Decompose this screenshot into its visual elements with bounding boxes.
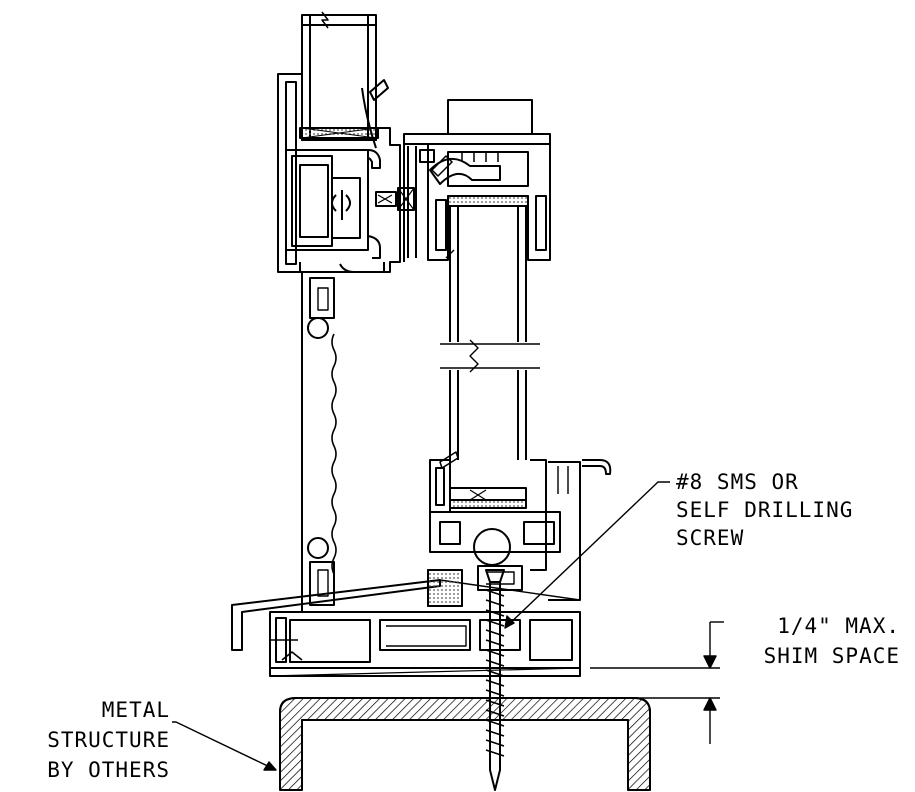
callout-shim-line-2: SHIM SPACE: [763, 644, 900, 668]
inner-sash-head: [403, 99, 551, 262]
shim: [269, 667, 581, 677]
outer-frame-jamb: [301, 272, 337, 613]
metal-structure: [279, 697, 651, 791]
callout-screw-line-2: SELF DRILLING: [676, 498, 854, 522]
outer-sash-glazing: [299, 11, 379, 141]
callout-screw-line-3: SCREW: [676, 526, 745, 550]
shim-dimension: [590, 621, 724, 744]
screw: [485, 569, 505, 791]
callout-structure-line-2: STRUCTURE: [47, 728, 170, 752]
callout-shim-line-1: 1/4" MAX.: [777, 614, 900, 638]
callout-structure-line-1: METAL: [101, 698, 170, 722]
leader-lines: [172, 481, 670, 771]
outer-sash-frame: [277, 73, 415, 273]
callout-structure-line-3: BY OTHERS: [47, 758, 170, 782]
callout-screw-line-1: #8 SMS OR: [676, 470, 799, 494]
sill-frame: [231, 565, 581, 669]
inner-sash-glass: [440, 206, 540, 460]
